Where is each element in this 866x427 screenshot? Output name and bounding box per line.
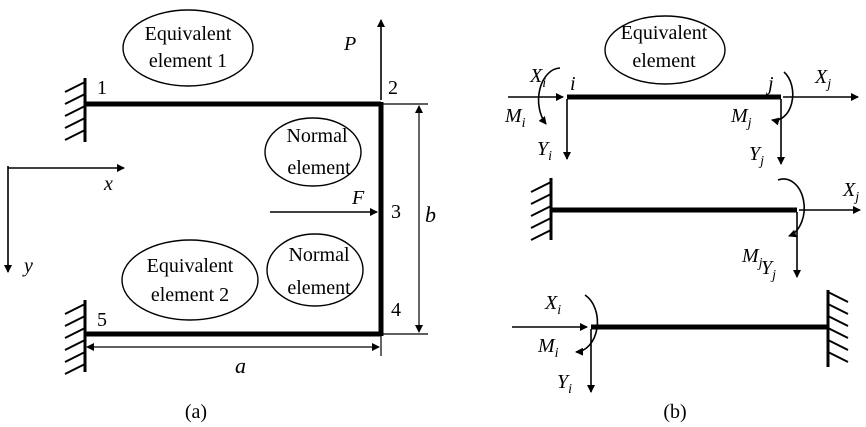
node-5-label: 5 bbox=[97, 309, 107, 331]
moment-mi-label-top: Mi bbox=[504, 105, 526, 131]
svg-text:Equivalent: Equivalent bbox=[147, 255, 234, 277]
dimension-a-label: a bbox=[235, 353, 246, 378]
node-1-label: 1 bbox=[97, 77, 107, 99]
caption-a: (a) bbox=[185, 401, 207, 423]
moment-mi-arc-top bbox=[537, 67, 561, 125]
fixed-support-node-5 bbox=[64, 300, 87, 375]
moment-mj-arc-top bbox=[771, 71, 794, 126]
moment-mj-label-top: Mj bbox=[730, 105, 752, 131]
fixed-support-left-middle bbox=[530, 178, 553, 241]
svg-text:Equivalent: Equivalent bbox=[145, 23, 232, 45]
force-yi-label-top: Yi bbox=[537, 138, 552, 164]
moment-mj-arc-middle bbox=[777, 178, 806, 238]
node-4-label: 4 bbox=[391, 299, 401, 321]
dimension-b-label: b bbox=[425, 202, 436, 227]
force-xi-label-bottom: Xi bbox=[544, 292, 561, 318]
force-xj-label-middle: Xj bbox=[842, 179, 859, 205]
node-j-label: j bbox=[765, 73, 774, 95]
bubble-equivalent-element: Equivalent element bbox=[604, 15, 726, 85]
coordinate-axes bbox=[4, 164, 125, 273]
svg-text:element 1: element 1 bbox=[149, 50, 227, 72]
dimension-a bbox=[84, 336, 382, 356]
node-2-label: 2 bbox=[388, 77, 398, 99]
moment-mi-arc-bottom bbox=[575, 294, 599, 356]
load-f-label: F bbox=[351, 187, 365, 209]
bubble-equivalent-element-2: Equivalent element 2 bbox=[121, 239, 259, 321]
svg-text:element 2: element 2 bbox=[151, 284, 229, 306]
bubble-equivalent-element-1: Equivalent element 1 bbox=[122, 9, 254, 87]
svg-text:Normal: Normal bbox=[288, 244, 350, 266]
panel-b: Equivalent element i j Xi Mi Yi Xj Mj Yj bbox=[504, 15, 861, 423]
axis-x-label: x bbox=[103, 173, 113, 195]
force-xi-label-top: Xi bbox=[529, 65, 546, 91]
force-yj-label-middle: Yj bbox=[761, 257, 776, 283]
panel-a: P F 1 2 3 4 5 b a bbox=[4, 9, 436, 423]
moment-mj-label-middle: Mj bbox=[741, 245, 763, 271]
svg-text:element: element bbox=[287, 157, 351, 179]
node-3-label: 3 bbox=[391, 201, 401, 223]
node-i-label: i bbox=[570, 73, 576, 95]
caption-b: (b) bbox=[663, 401, 686, 423]
svg-text:element: element bbox=[287, 277, 351, 299]
load-p-label: P bbox=[343, 33, 356, 55]
bubble-normal-element-1: Normal element bbox=[264, 117, 362, 187]
force-xj-label-top: Xj bbox=[814, 66, 831, 92]
axis-y-label: y bbox=[22, 255, 33, 277]
fixed-support-node-1 bbox=[64, 78, 87, 142]
dimension-b bbox=[383, 103, 428, 335]
svg-text:Equivalent: Equivalent bbox=[621, 22, 708, 44]
fixed-support-right-bottom bbox=[826, 290, 849, 367]
bubble-normal-element-2: Normal element bbox=[266, 233, 364, 307]
moment-mi-label-bottom: Mi bbox=[537, 335, 559, 361]
force-yj-label-top: Yj bbox=[749, 143, 764, 169]
svg-text:element: element bbox=[632, 50, 696, 72]
force-yi-label-bottom: Yi bbox=[557, 371, 572, 397]
svg-text:Normal: Normal bbox=[286, 125, 348, 147]
